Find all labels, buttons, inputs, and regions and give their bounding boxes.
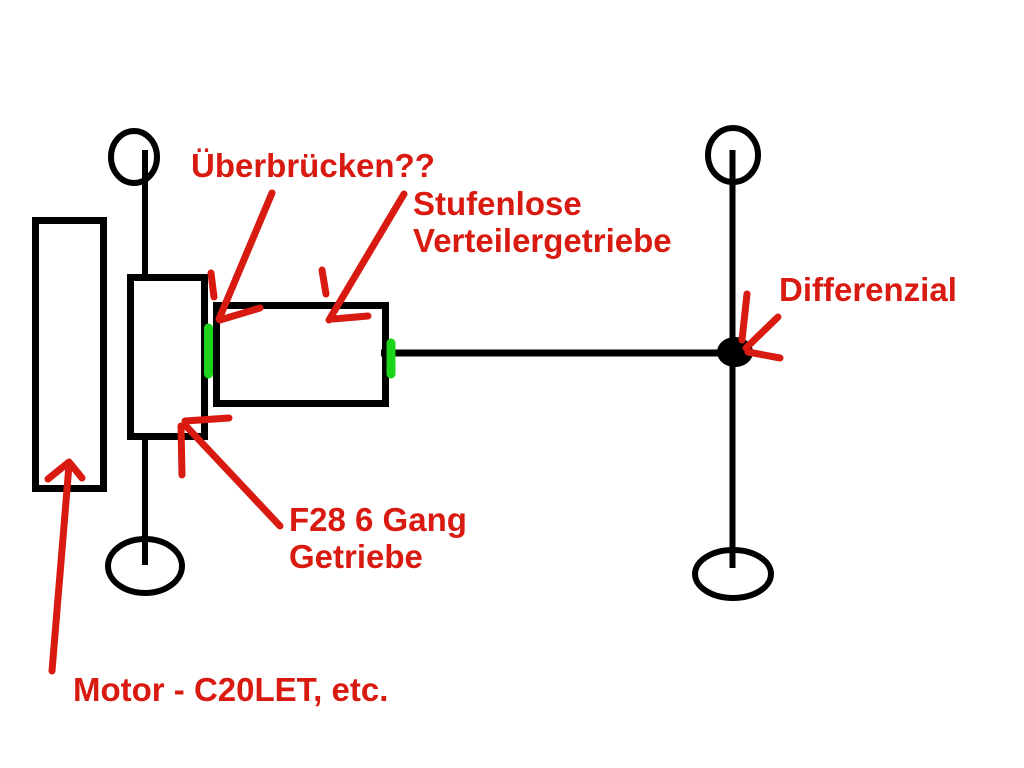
differenzial-arrow [738, 290, 784, 362]
ueberbruecken-arrow-head [207, 269, 264, 324]
motor-arrow [44, 458, 86, 675]
verteilergetriebe-label-line1: Stufenlose [413, 185, 582, 222]
differential-dot [717, 337, 753, 367]
getriebe-arrow-shaft [182, 422, 284, 530]
verteilergetriebe-arrow-shaft [325, 190, 408, 324]
motor-box [32, 217, 107, 492]
rear-right-wheel [692, 547, 774, 601]
getriebe-label-line1: F28 6 Gang [289, 501, 467, 538]
verteilergetriebe-arrow [318, 190, 408, 324]
motor-arrow-head [44, 458, 86, 483]
ueberbruecken-arrow-shaft [215, 189, 276, 323]
motor-arrow-shaft [48, 461, 73, 675]
verteilergetriebe-label-line2: Verteilergetriebe [413, 222, 672, 260]
verteilergetriebe-label: Stufenlose Verteilergetriebe [413, 185, 672, 260]
getriebe-arrow-head [177, 414, 233, 479]
gearbox-box [127, 274, 208, 440]
ueberbruecken-arrow [207, 189, 276, 324]
getriebe-label: F28 6 Gang Getriebe [289, 501, 467, 576]
motor-label: Motor - C20LET, etc. [73, 671, 389, 708]
ueberbruecken-label: Überbrücken?? [191, 147, 435, 184]
differenzial-arrow-head [738, 290, 784, 362]
front-left-wheel [108, 128, 160, 186]
front-right-wheel [105, 536, 185, 596]
verteilergetriebe-arrow-head [318, 266, 372, 323]
getriebe-arrow [177, 414, 284, 530]
differenzial-arrow-shaft [742, 313, 782, 352]
getriebe-label-line2: Getriebe [289, 538, 423, 576]
transfer-case-box [213, 302, 389, 407]
rear-left-wheel [705, 125, 761, 185]
differenzial-label: Differenzial [779, 271, 957, 308]
